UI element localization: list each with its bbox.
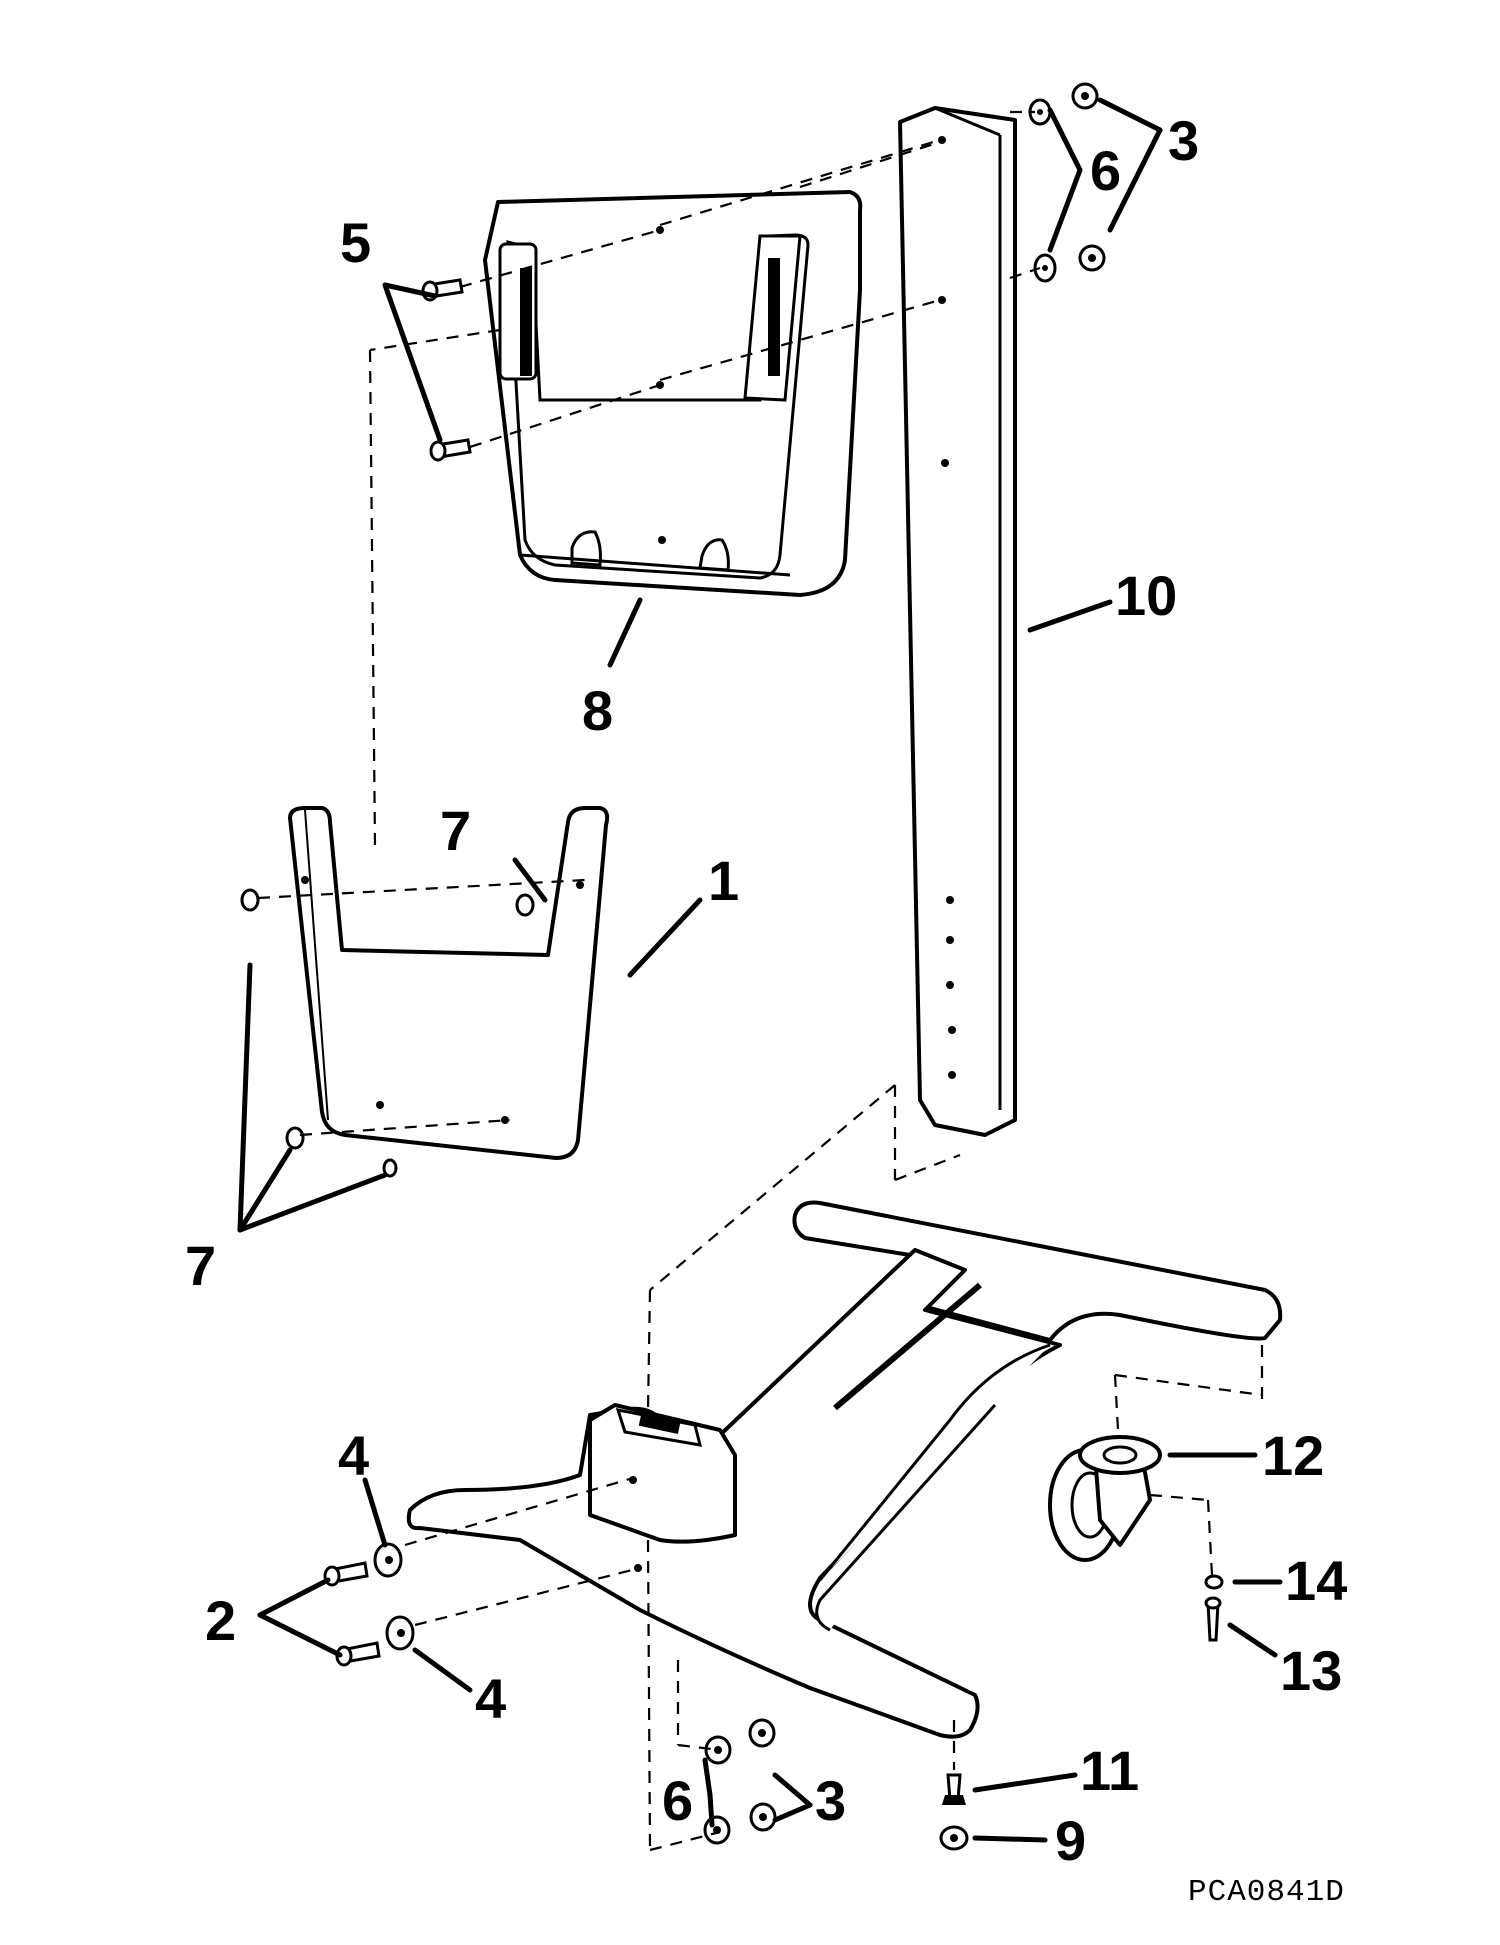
callout-10: 10 [1115,564,1177,627]
callout-7-top: 7 [440,799,471,862]
callout-9: 9 [1055,1809,1086,1872]
callout-4-top: 4 [338,1424,369,1487]
callout-4-bottom: 4 [475,1667,506,1730]
callout-6-bottom: 6 [662,1769,693,1832]
callout-7-bottom: 7 [185,1234,216,1297]
callout-14: 14 [1285,1549,1347,1612]
hardware [240,82,1224,1851]
part-12-caster [1048,1435,1162,1562]
stand-base [406,1200,1283,1739]
callout-11: 11 [1080,1739,1139,1802]
callout-5: 5 [340,211,371,274]
callout-12: 12 [1262,1424,1324,1487]
callout-6-top: 6 [1090,139,1121,202]
drawing-code: PCA0841D [1188,1875,1345,1910]
callout-2: 2 [205,1589,236,1652]
callout-3-bottom: 3 [815,1769,846,1832]
callout-3-top: 3 [1168,109,1199,172]
callout-8: 8 [582,679,613,742]
part-8-bracket [483,190,863,597]
part-10-post [898,106,1017,1137]
part-1-panel [288,806,610,1160]
callout-13: 13 [1280,1639,1342,1702]
callouts: 5 3 6 10 8 7 1 7 4 2 4 6 3 12 14 13 11 9… [185,109,1347,1910]
leader-lines [237,97,1283,1843]
callout-1: 1 [708,849,739,912]
alignment-lines [257,110,1264,1852]
